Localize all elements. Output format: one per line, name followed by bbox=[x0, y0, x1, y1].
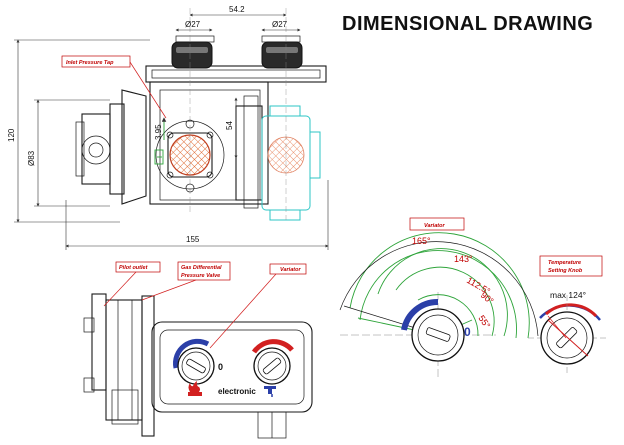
dim-left-diameter: Ø27 bbox=[185, 20, 201, 29]
callout-gas-differential: Gas Differential Pressure Valve bbox=[141, 261, 231, 301]
temperature-knob[interactable] bbox=[251, 339, 294, 385]
flame-icon bbox=[188, 381, 202, 396]
variator-knob[interactable]: 0 bbox=[173, 338, 223, 385]
callout-pilot-outlet: Pilot outlet bbox=[103, 261, 161, 307]
dim-offset-mid: 54 bbox=[225, 121, 234, 130]
svg-text:Inlet Pressure Tap: Inlet Pressure Tap bbox=[66, 60, 114, 66]
svg-text:Temperature: Temperature bbox=[548, 260, 581, 266]
angle-55: 55° bbox=[476, 313, 492, 330]
dim-offset-small: 3.95 bbox=[154, 124, 163, 140]
valve-side-view bbox=[83, 293, 155, 437]
page-title: DIMENSIONAL DRAWING bbox=[342, 13, 593, 35]
angle-zero-label: 0 bbox=[464, 325, 471, 339]
dim-top-span: 54.2 bbox=[229, 5, 245, 14]
control-panel: 0 electronic bbox=[151, 321, 313, 439]
svg-text:Pressure Valve: Pressure Valve bbox=[181, 273, 220, 279]
dimension-lines bbox=[14, 13, 329, 250]
dim-overall-height: 120 bbox=[7, 128, 16, 142]
valve-top-view bbox=[75, 8, 327, 221]
dim-right-diameter: Ø27 bbox=[272, 20, 288, 29]
callout-temperature-knob: Temperature Setting Knob bbox=[539, 255, 603, 277]
angle-143: 143° bbox=[454, 254, 473, 264]
angle-diagram: 0 165° 143° 112.5° 90° 55° bbox=[339, 232, 539, 380]
max-angle-label: max 124° bbox=[550, 290, 586, 300]
angle-165: 165° bbox=[412, 236, 431, 246]
dim-overall-width: 155 bbox=[186, 235, 200, 244]
outlet-fitting bbox=[261, 105, 321, 221]
svg-text:Pilot outlet: Pilot outlet bbox=[119, 265, 149, 271]
tap-icon bbox=[264, 386, 276, 397]
callout-inlet-pressure-tap: Inlet Pressure Tap bbox=[61, 55, 167, 119]
svg-text:Gas Differential: Gas Differential bbox=[181, 265, 222, 271]
brand-label: electronic bbox=[218, 387, 256, 396]
callout-variator-right: Variator bbox=[409, 217, 465, 231]
temperature-setting-knob: max 124° bbox=[528, 290, 608, 375]
dim-body-diameter: Ø83 bbox=[27, 150, 36, 166]
svg-text:Variator: Variator bbox=[280, 267, 301, 273]
svg-text:Variator: Variator bbox=[424, 223, 445, 229]
callout-variator-bottom: Variator bbox=[209, 263, 307, 349]
knob-zero-label: 0 bbox=[218, 362, 223, 372]
svg-text:Setting Knob: Setting Knob bbox=[548, 268, 583, 274]
left-knob bbox=[171, 35, 215, 69]
right-knob bbox=[261, 35, 303, 69]
